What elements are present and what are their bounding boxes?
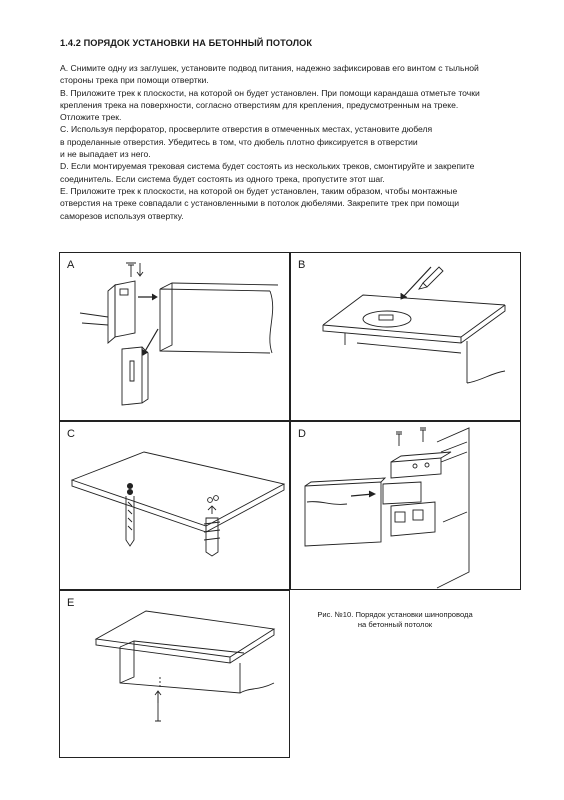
step-d-text: D. Если монтируемая трековая система буд…	[60, 160, 530, 185]
step-line: саморезов используя отвертку.	[60, 210, 184, 221]
step-line: E. Приложите трек к плоскости, на которо…	[60, 185, 458, 196]
step-a-text: A. Снимите одну из заглушек, установите …	[60, 62, 530, 87]
panel-a: A	[59, 252, 290, 421]
panel-e: E	[59, 590, 290, 758]
step-line: D. Если монтируемая трековая система буд…	[60, 161, 475, 172]
connector-illustration	[304, 427, 470, 589]
figure-caption: Рис. №10. Порядок установки шинопровода …	[300, 610, 490, 630]
drilling-illustration	[70, 451, 286, 557]
marking-illustration	[322, 266, 506, 384]
section-heading: 1.4.2 ПОРЯДОК УСТАНОВКИ НА БЕТОННЫЙ ПОТО…	[60, 38, 313, 48]
panel-label: B	[298, 259, 306, 271]
caption-line: на бетонный потолок	[357, 620, 433, 629]
step-line: стороны трека при помощи отвертки.	[60, 75, 209, 86]
panel-d: D	[290, 421, 521, 590]
step-c-text: C. Используя перфоратор, просверлите отв…	[60, 123, 530, 160]
panel-label: A	[67, 259, 75, 271]
instructions: A. Снимите одну из заглушек, установите …	[60, 62, 530, 222]
panel-label: C	[67, 428, 75, 440]
step-line: A. Снимите одну из заглушек, установите …	[60, 63, 479, 73]
step-line: соединитель. Если система будет состоять…	[60, 173, 385, 184]
step-line: отверстия на треке совпадали с установле…	[60, 198, 460, 209]
step-line: и не выпадает из него.	[60, 149, 151, 160]
track-mounting-illustration	[94, 610, 276, 722]
panel-b: B	[290, 252, 521, 421]
power-feed-illustration	[79, 262, 279, 406]
step-line: Отложите трек.	[60, 112, 122, 123]
caption-line: Рис. №10. Порядок установки шинопровода	[317, 610, 473, 619]
panel-c: C	[59, 421, 290, 590]
panel-label: E	[67, 597, 75, 609]
step-line: крепления трека на поверхности, согласно…	[60, 99, 459, 110]
figure-grid: A B	[59, 252, 521, 590]
step-b-text: B. Приложите трек к плоскости, на которо…	[60, 87, 530, 124]
step-line: C. Используя перфоратор, просверлите отв…	[60, 124, 433, 135]
step-line: B. Приложите трек к плоскости, на которо…	[60, 87, 480, 98]
panel-label: D	[298, 428, 306, 440]
step-e-text: E. Приложите трек к плоскости, на которо…	[60, 185, 530, 222]
step-line: в проделанные отверстия. Убедитесь в том…	[60, 136, 418, 147]
